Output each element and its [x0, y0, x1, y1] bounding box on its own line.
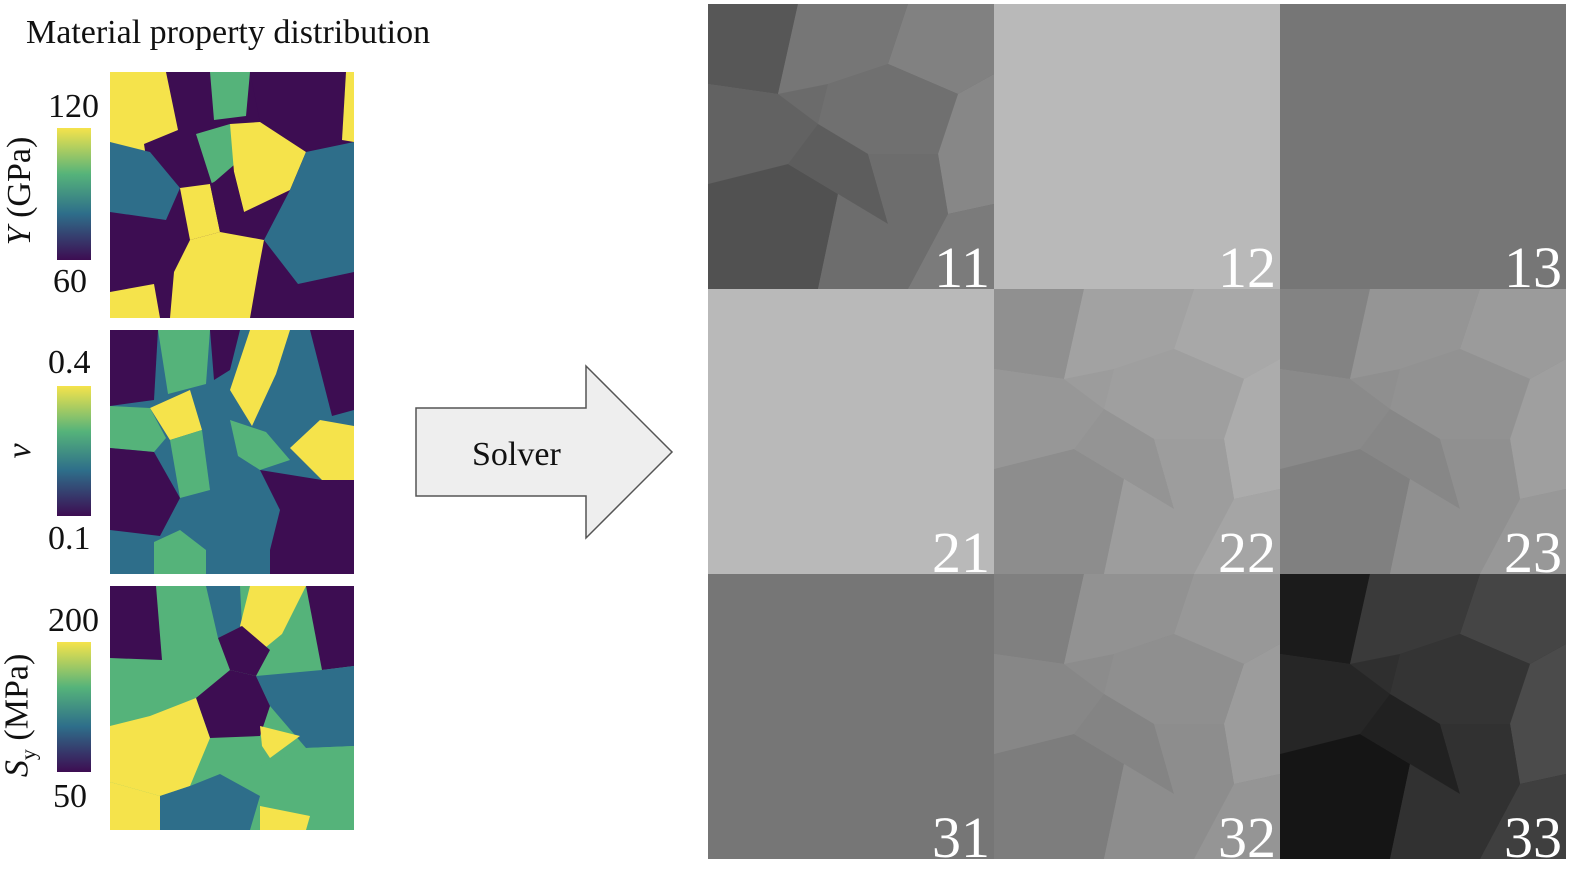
output-tile-21: 21 — [708, 289, 994, 574]
solver-label: Solver — [472, 436, 561, 473]
tile-index-label: 32 — [1218, 805, 1276, 860]
colorbar-min-label: 60 — [53, 263, 87, 300]
colorbar-yield-strength — [57, 642, 91, 772]
colorbar-poisson-ratio — [57, 386, 91, 516]
output-tile-23: 23 — [1280, 289, 1566, 574]
colorbar-axis-label: Y (GPa) — [1, 136, 38, 246]
solver-arrow — [414, 364, 676, 540]
tile-index-label: 21 — [932, 520, 990, 575]
output-tile-33: 33 — [1280, 574, 1566, 859]
figure-title: Material property distribution — [26, 14, 431, 51]
tile-index-label: 23 — [1504, 520, 1562, 575]
colorbar-max-label: 200 — [48, 602, 99, 639]
poisson-ratio-map — [110, 330, 354, 574]
output-tile-32: 32 — [994, 574, 1280, 859]
colorbar-axis-label: ν — [1, 443, 38, 459]
output-tensor-grid: 11 12 13 21 22 23 31 32 33 — [708, 4, 1566, 859]
output-tile-13: 13 — [1280, 4, 1566, 289]
output-tile-22: 22 — [994, 289, 1280, 574]
youngs-modulus-map — [110, 72, 354, 318]
colorbar-max-label: 120 — [48, 88, 99, 125]
colorbar-axis-label: Sy (MPa) — [0, 653, 41, 778]
colorbar-max-label: 0.4 — [48, 344, 91, 381]
colorbar-min-label: 0.1 — [48, 520, 91, 557]
tile-index-label: 13 — [1504, 235, 1562, 290]
colorbar-youngs-modulus — [57, 128, 91, 260]
tile-index-label: 11 — [934, 235, 990, 290]
tile-index-label: 22 — [1218, 520, 1276, 575]
output-tile-11: 11 — [708, 4, 994, 289]
tile-index-label: 33 — [1504, 805, 1562, 860]
tile-index-label: 12 — [1218, 235, 1276, 290]
colorbar-min-label: 50 — [53, 778, 87, 815]
output-tile-31: 31 — [708, 574, 994, 859]
yield-strength-map — [110, 586, 354, 830]
output-tile-12: 12 — [994, 4, 1280, 289]
tile-index-label: 31 — [932, 805, 990, 860]
